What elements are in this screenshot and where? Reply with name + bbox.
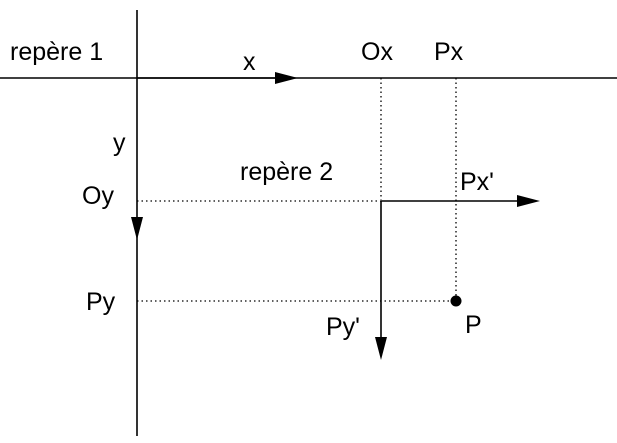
px-prime-label: Px' — [460, 168, 494, 196]
point-p-marker — [450, 295, 462, 307]
px-label: Px — [434, 38, 464, 66]
frame2-y-axis-arrowhead — [375, 337, 387, 360]
y-axis-arrowhead — [131, 217, 143, 240]
py-label: Py — [86, 288, 116, 316]
x-axis-label: x — [243, 48, 256, 76]
y-axis-label: y — [113, 129, 126, 157]
x-axis-arrowhead — [275, 72, 298, 84]
frame1-label: repère 1 — [10, 38, 103, 66]
frame2-x-axis-arrowhead — [517, 195, 540, 207]
py-prime-label: Py' — [326, 313, 360, 341]
point-p-label: P — [465, 311, 482, 339]
oy-label: Oy — [82, 182, 114, 210]
frame2-label: repère 2 — [240, 158, 333, 186]
ox-label: Ox — [361, 38, 393, 66]
